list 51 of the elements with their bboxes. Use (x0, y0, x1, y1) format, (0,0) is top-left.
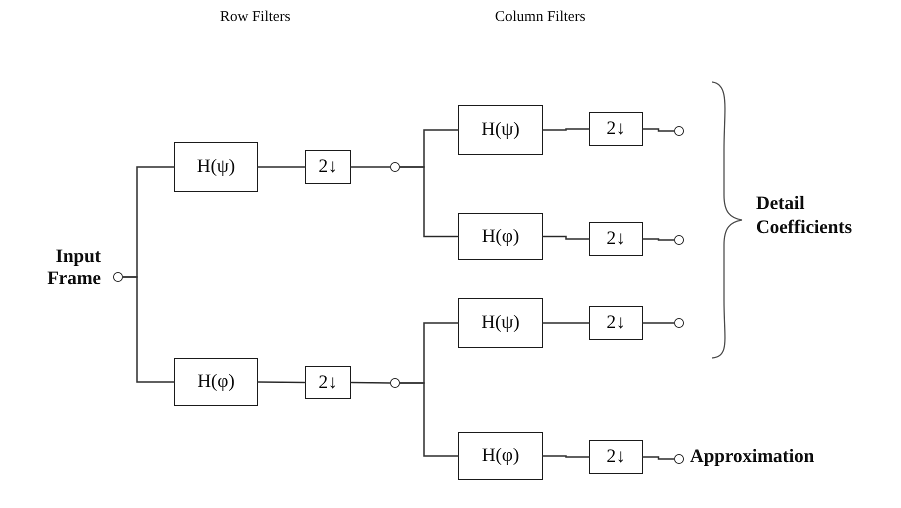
terminal-circle (674, 126, 684, 136)
filter-box (174, 358, 258, 406)
connector-line (258, 166, 305, 168)
terminal-circle (113, 272, 123, 282)
filter-box (458, 213, 543, 260)
connector-line (543, 236, 589, 240)
connector-line (543, 128, 589, 131)
filter-box (458, 432, 543, 480)
connector-line (643, 456, 674, 460)
connector-line (351, 166, 390, 168)
terminal-label: Approximation (690, 446, 814, 468)
connector-line (543, 322, 589, 324)
connector-line (400, 382, 458, 457)
group-label: Detail Coefficients (756, 192, 854, 240)
filter-box (589, 112, 643, 146)
terminal-circle (674, 235, 684, 245)
connector-line (258, 381, 305, 384)
column-heading: Row Filters (220, 8, 292, 27)
filter-label: H(ψ) (481, 119, 520, 141)
column-heading: Column Filters (495, 8, 586, 27)
filter-label: 2↓ (606, 312, 626, 334)
filter-box (589, 306, 643, 340)
filter-label: 2↓ (318, 372, 338, 394)
connector-line (643, 238, 674, 241)
filter-label: H(φ) (482, 226, 520, 248)
connector-line (350, 382, 390, 384)
filter-box (589, 222, 643, 256)
filter-box (458, 105, 543, 155)
filter-label: H(ψ) (196, 156, 236, 178)
connector-line (400, 166, 458, 238)
filter-label: 2↓ (606, 118, 626, 140)
filter-box (305, 366, 351, 399)
filter-label: 2↓ (606, 446, 626, 468)
terminal-circle (390, 162, 400, 172)
filter-box (458, 298, 543, 348)
terminal-label: Input Frame (46, 246, 101, 290)
filter-label: H(φ) (197, 371, 235, 393)
filter-label: 2↓ (318, 156, 338, 178)
filter-label: H(ψ) (481, 312, 520, 334)
connector-line (643, 128, 674, 132)
filter-box (305, 150, 351, 184)
terminal-circle (674, 318, 684, 328)
filter-box (589, 440, 643, 474)
connector-line (643, 322, 674, 324)
terminal-circle (390, 378, 400, 388)
filter-label: H(φ) (482, 445, 520, 467)
filter-label: 2↓ (606, 228, 626, 250)
filter-box (174, 142, 258, 192)
terminal-circle (674, 454, 684, 464)
connector-line (123, 276, 174, 383)
connector-line (543, 455, 589, 458)
